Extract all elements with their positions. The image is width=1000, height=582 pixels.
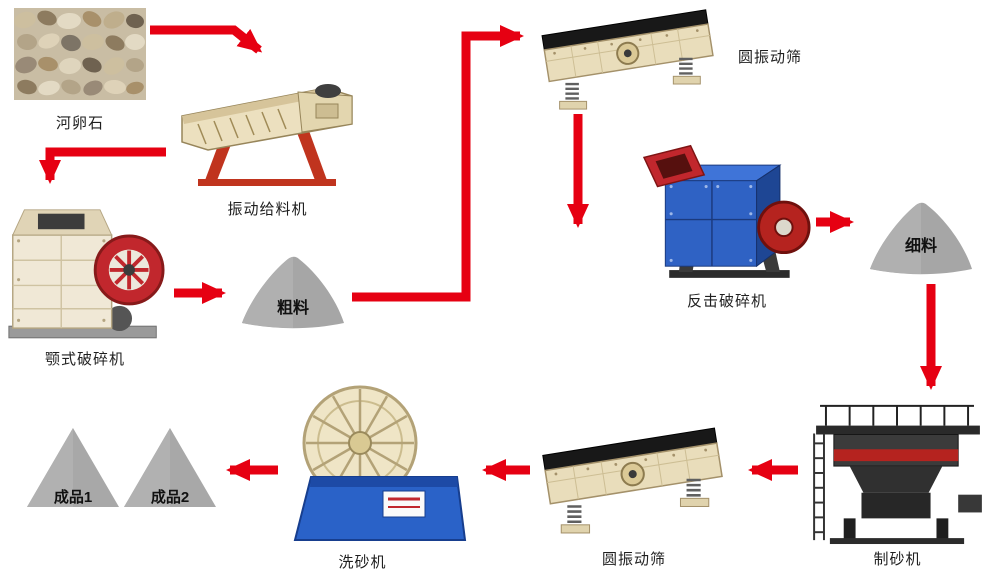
sand-maker-label: 制砂机 (873, 551, 922, 568)
arrow-pebbles-to-feeder (150, 25, 263, 54)
coarse-material-label: 粗料 (276, 300, 309, 317)
screen-top-label: 圆振动筛 (737, 49, 802, 66)
jaw-crusher-label: 颚式破碎机 (44, 351, 125, 368)
jaw-crusher-illustration (5, 192, 165, 344)
triangle-pile-icon (124, 428, 216, 507)
pile-icon (242, 256, 344, 329)
sand-washer-label: 洗砂机 (338, 554, 387, 571)
sand-washer-illustration (285, 385, 470, 547)
coarse-material-pile: 粗料 (238, 250, 348, 330)
impact-crusher-label: 反击破碎机 (686, 293, 767, 310)
sand-maker-illustration (805, 396, 990, 546)
vibrating-screen-top-illustration (536, 5, 722, 111)
impact-crusher-illustration (642, 122, 812, 288)
pile-icon (870, 202, 972, 275)
fine-material-label: 细料 (904, 238, 937, 255)
product-1-label: 成品1 (53, 489, 93, 506)
fine-material-pile: 细料 (866, 196, 976, 276)
screen-bottom-label: 圆振动筛 (601, 551, 666, 568)
product-1-pile: 成品1 (25, 424, 121, 510)
feeder-label: 振动给料机 (227, 201, 308, 218)
product-2-pile: 成品2 (122, 424, 218, 510)
pebbles-label: 河卵石 (55, 115, 104, 132)
product-2-label: 成品2 (150, 489, 190, 506)
river-pebbles-image (14, 8, 146, 100)
vibrating-screen-bottom-illustration (537, 423, 731, 535)
arrow-feeder-to-jaw-crusher (39, 147, 166, 184)
triangle-pile-icon (27, 428, 119, 507)
arrow-coarse-to-screen-top (352, 25, 524, 302)
vibrating-feeder-illustration (180, 80, 355, 192)
